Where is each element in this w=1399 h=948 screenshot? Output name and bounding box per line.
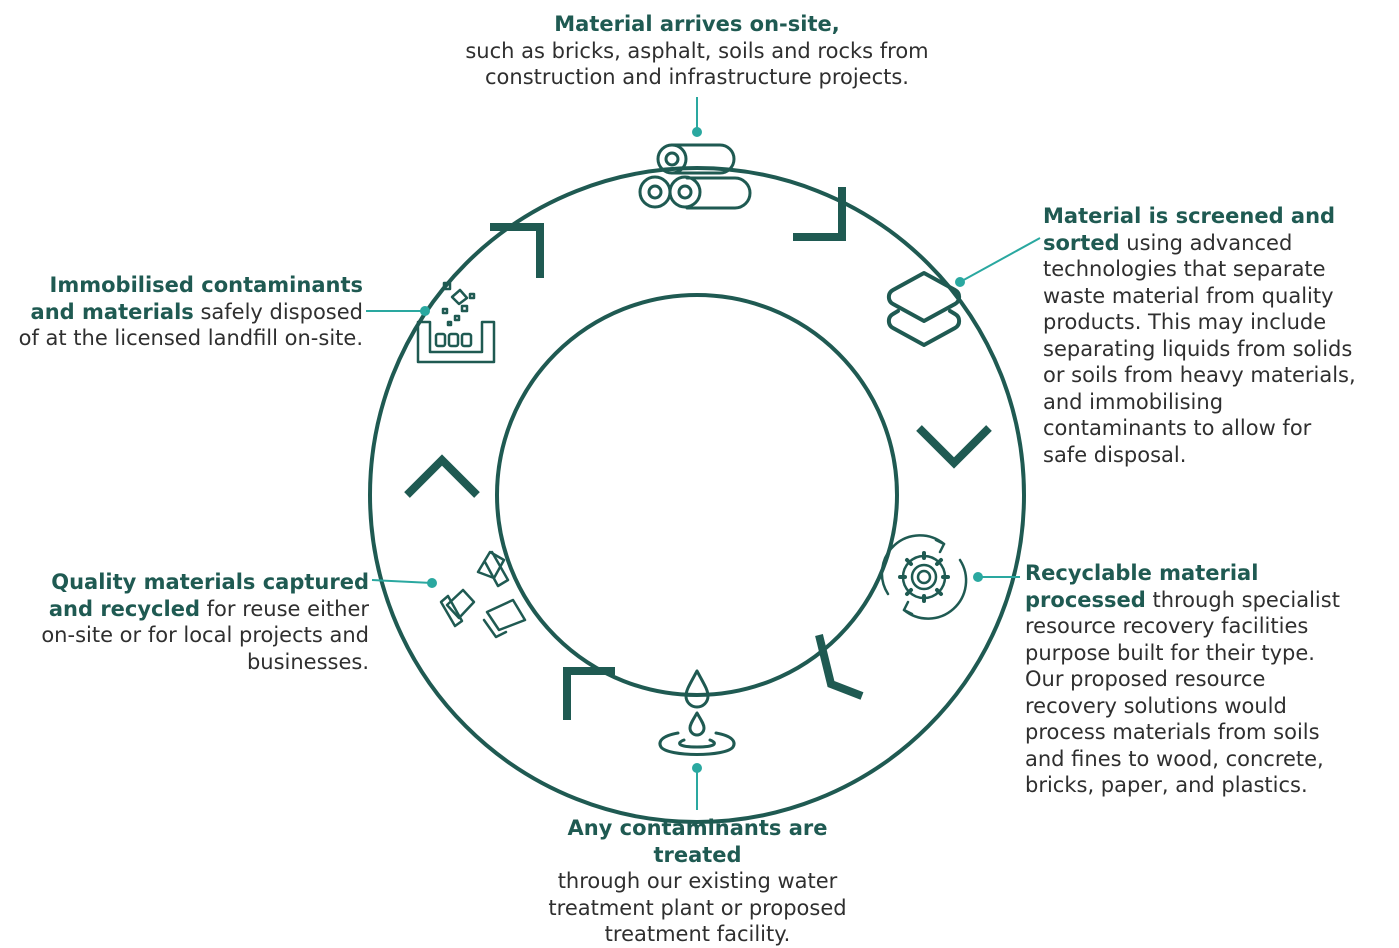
gear-cycle-icon — [880, 534, 968, 620]
step-screen-body: using advanced technologies that separat… — [1043, 230, 1356, 467]
connector-dot — [973, 572, 983, 582]
connectors — [366, 97, 1041, 810]
inner-ring — [495, 293, 899, 697]
layers-icon — [886, 271, 962, 347]
step-landfill: Immobilised contaminants and materials s… — [8, 272, 363, 352]
outer-ring — [368, 166, 1026, 824]
connector-dot — [955, 277, 965, 287]
step-landfill-body: safely disposed of at the licensed landf… — [18, 299, 363, 351]
step-arrive: Material arrives on-site, such as bricks… — [447, 11, 947, 91]
connector-dot — [420, 306, 430, 316]
recycle-icon — [439, 550, 527, 639]
step-screen: Material is screened and sorted using ad… — [1043, 203, 1359, 468]
step-treat-heading: Any contaminants are treated — [567, 816, 828, 867]
connector-dot — [427, 578, 437, 588]
step-screen-heading: Material is screened and sorted — [1043, 204, 1336, 255]
step-treat-body: through our existing water treatment pla… — [548, 869, 847, 946]
chevron-arrow-3 — [815, 634, 864, 700]
step-arrive-body: such as bricks, asphalt, soils and rocks… — [465, 38, 929, 90]
step-capture-body: for reuse either on-site or for local pr… — [41, 596, 369, 674]
connector-screen — [959, 237, 1041, 283]
step-treat: Any contaminants are treated through our… — [520, 815, 875, 948]
chevron-arrow-5 — [404, 454, 480, 498]
pipes-icon — [638, 143, 752, 210]
step-recycle-process-body: through specialist resource recovery fac… — [1025, 587, 1340, 798]
step-recycle-process-heading: Recyclable material processed — [1025, 561, 1259, 612]
direction-chevrons — [404, 187, 992, 720]
chevron-arrow-4 — [563, 667, 615, 720]
chevron-arrow-1 — [793, 187, 846, 241]
step-landfill-heading: Immobilised contaminants and materials — [30, 273, 363, 324]
cycle-diagram — [366, 97, 1041, 824]
step-arrive-heading: Material arrives on-site, — [554, 12, 840, 36]
connector-dot — [692, 127, 702, 137]
water-drop-icon — [658, 669, 736, 756]
chevron-arrow-2 — [916, 425, 992, 469]
step-capture-heading: Quality materials captured and recycled — [48, 570, 369, 621]
step-recycle-process: Recyclable material processed through sp… — [1025, 560, 1350, 799]
connector-capture — [371, 579, 433, 584]
chevron-arrow-6 — [490, 223, 544, 278]
step-capture: Quality materials captured and recycled … — [18, 569, 369, 675]
connector-dot — [692, 763, 702, 773]
landfill-icon — [416, 281, 496, 364]
